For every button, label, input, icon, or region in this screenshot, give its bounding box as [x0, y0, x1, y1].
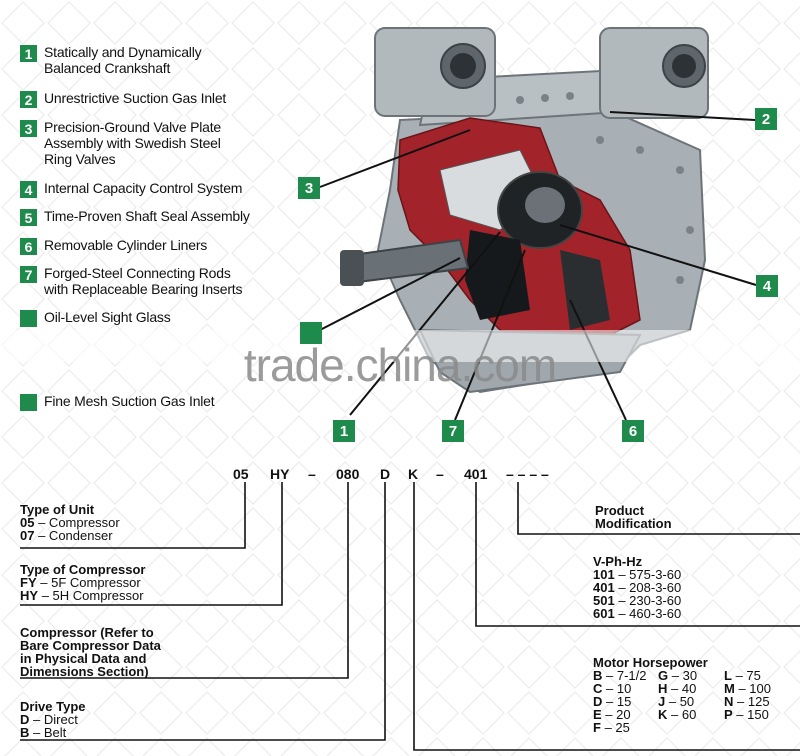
legend-item-4: 4 Internal Capacity Control System [20, 180, 280, 198]
legend-badge: 2 [20, 91, 37, 108]
code-compressor: 080 [336, 466, 360, 482]
motor-hp-row: D – 15 J – 50 N – 125 [593, 694, 770, 709]
legend-item-5: 5 Time-Proven Shaft Seal Assembly [20, 208, 280, 226]
watermark-band [0, 330, 800, 362]
callout-2: 2 [755, 108, 777, 130]
compressor-reference-block: Compressor (Refer to Bare Compressor Dat… [20, 625, 161, 679]
legend-item-2: 2 Unrestrictive Suction Gas Inlet [20, 90, 280, 108]
motor-hp-row: F – 25 [593, 720, 630, 735]
code-drive: D [380, 466, 391, 482]
callout-7: 7 [442, 420, 464, 442]
code-modification: – – – – [506, 466, 549, 482]
legend-badge: 3 [20, 120, 37, 137]
callout-oil-sight-glass [300, 322, 322, 344]
drive-type-block: Drive Type D – Direct B – Belt [20, 699, 86, 740]
code-compressor-type: HY [270, 466, 290, 482]
legend-badge: 6 [20, 238, 37, 255]
legend-badge [20, 310, 37, 327]
product-modification-block: Product Modification [595, 503, 672, 531]
callout-4: 4 [756, 275, 778, 297]
legend-badge: 4 [20, 181, 37, 198]
legend-item-fine-mesh-inlet: Fine Mesh Suction Gas Inlet [20, 393, 280, 411]
type-of-unit-block: Type of Unit 05 – Compressor 07 – Conden… [20, 502, 120, 543]
code-vphhz: 401 [464, 466, 488, 482]
motor-hp-row: E – 20 K – 60 P – 150 [593, 707, 769, 722]
vphhz-block: V-Ph-Hz 101 – 575-3-60 401 – 208-3-60 50… [593, 554, 682, 621]
code-motor-hp: K [408, 466, 419, 482]
legend-item-oil-sight-glass: Oil-Level Sight Glass [20, 309, 280, 327]
motor-horsepower-block: Motor Horsepower B – 7-1/2 G – 30 L – 75… [593, 656, 793, 734]
callout-6: 6 [622, 420, 644, 442]
motor-hp-row: C – 10 H – 40 M – 100 [593, 681, 772, 696]
motor-hp-row: B – 7-1/2 G – 30 L – 75 [593, 668, 761, 683]
legend-badge: 7 [20, 266, 37, 283]
legend-badge: 1 [20, 45, 37, 62]
callout-1: 1 [333, 420, 355, 442]
watermark-text: trade.china.com [243, 339, 557, 391]
code-unit: 05 [233, 466, 249, 482]
code-dash: – [436, 466, 444, 482]
legend-badge [20, 394, 37, 411]
legend-badge: 5 [20, 209, 37, 226]
code-dash: – [308, 466, 316, 482]
watermark: trade.china.com [0, 335, 800, 395]
legend-item-6: 6 Removable Cylinder Liners [20, 237, 280, 255]
callout-3: 3 [298, 177, 320, 199]
type-of-compressor-block: Type of Compressor FY – 5F Compressor HY… [20, 562, 146, 603]
